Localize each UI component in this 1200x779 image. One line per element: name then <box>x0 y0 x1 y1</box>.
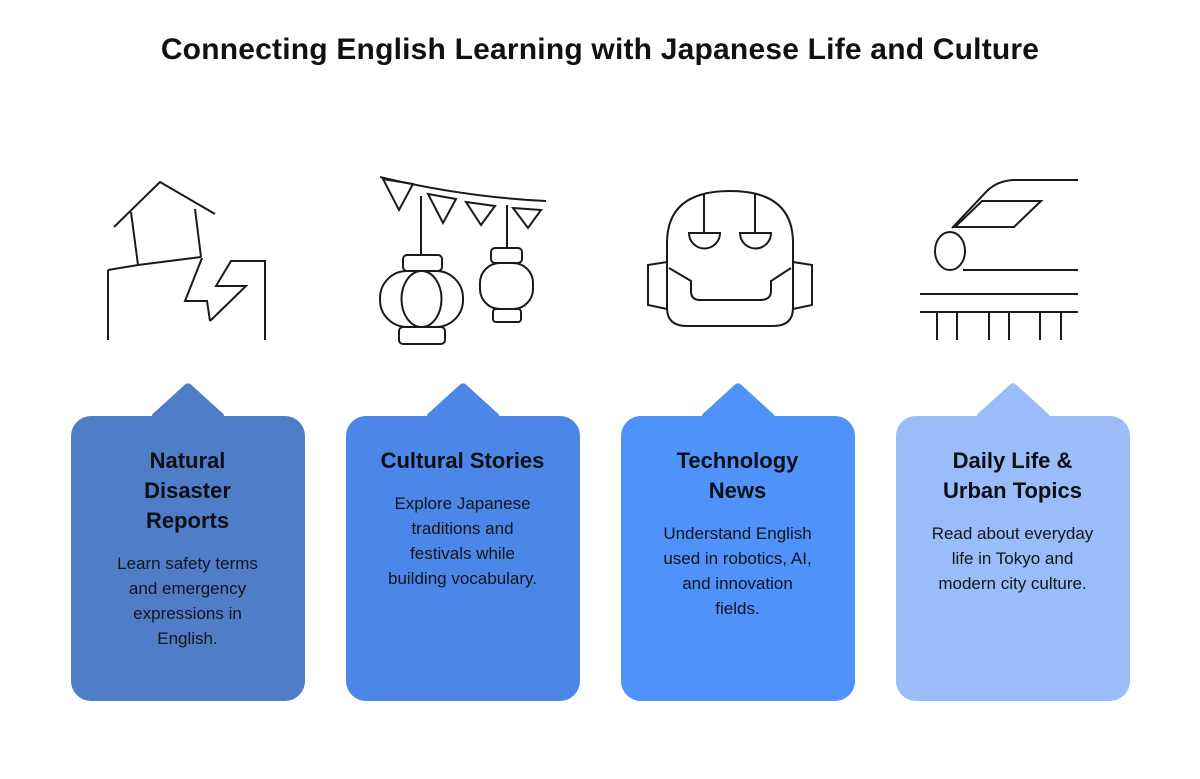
card-pointer-arrow <box>976 383 1049 417</box>
card-pointer-arrow <box>701 383 774 417</box>
column-natural-disaster-reports: Natural Disaster Reports Learn safety te… <box>70 148 305 701</box>
card-heading: Natural Disaster Reports <box>144 448 231 533</box>
card-heading: Technology News <box>676 448 799 503</box>
card-pointer-arrow <box>151 383 224 417</box>
card-daily-life-urban-topics: Daily Life & Urban Topics Read about eve… <box>895 416 1130 701</box>
card-natural-disaster-reports: Natural Disaster Reports Learn safety te… <box>70 416 305 701</box>
card-heading: Cultural Stories <box>380 448 545 473</box>
bullet-train-icon <box>908 148 1118 358</box>
card-heading: Daily Life & Urban Topics <box>943 448 1082 503</box>
card-body: Explore Japanese traditions and festival… <box>388 494 537 588</box>
card-body: Understand English used in robotics, AI,… <box>663 524 812 618</box>
page-title: Connecting English Learning with Japanes… <box>160 33 1040 66</box>
column-technology-news: Technology News Understand English used … <box>620 148 855 701</box>
card-cultural-stories: Cultural Stories Explore Japanese tradit… <box>345 416 580 701</box>
card-pointer-arrow <box>426 383 499 417</box>
earthquake-house-icon <box>88 148 288 358</box>
robot-head-icon <box>638 148 838 358</box>
festival-lanterns-icon <box>363 148 563 358</box>
cards-row: Natural Disaster Reports Learn safety te… <box>0 148 1200 701</box>
column-daily-life-urban-topics: Daily Life & Urban Topics Read about eve… <box>895 148 1130 701</box>
card-body: Read about everyday life in Tokyo and mo… <box>931 524 1094 593</box>
card-body: Learn safety terms and emergency express… <box>117 554 258 648</box>
card-technology-news: Technology News Understand English used … <box>620 416 855 701</box>
column-cultural-stories: Cultural Stories Explore Japanese tradit… <box>345 148 580 701</box>
